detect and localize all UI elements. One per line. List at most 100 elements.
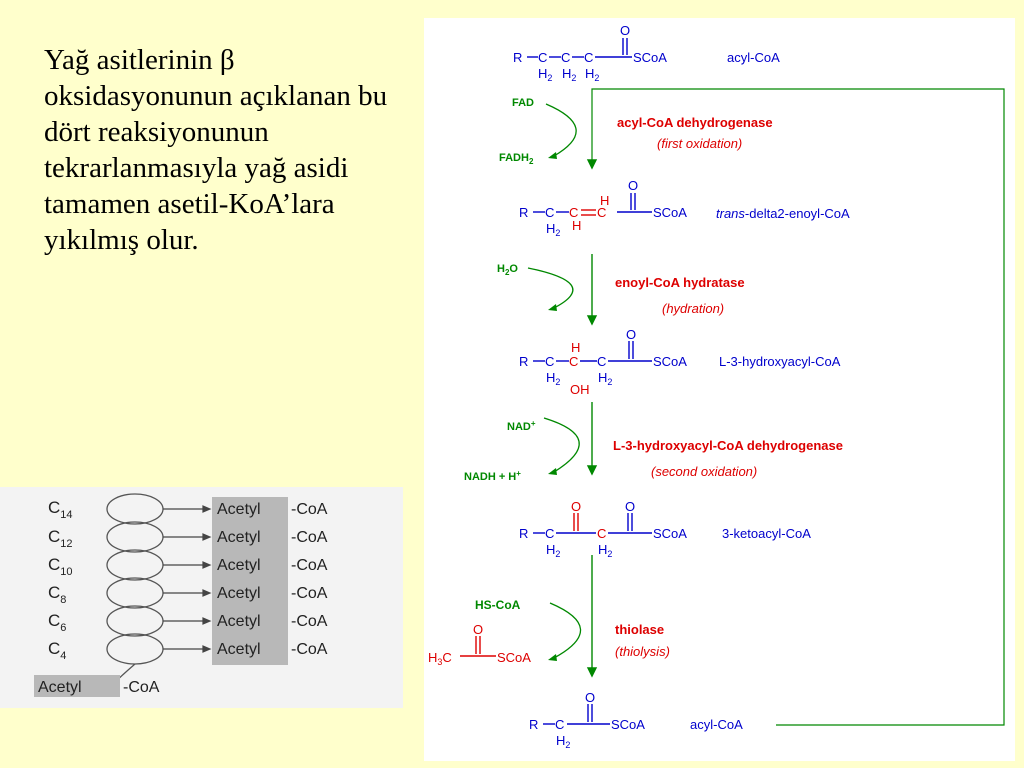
carbon-label-c14: C14 <box>48 498 73 521</box>
svg-text:H: H <box>600 193 609 208</box>
svg-text:O: O <box>585 690 595 705</box>
coa-label-final: -CoA <box>123 679 160 696</box>
svg-text:O: O <box>473 622 483 637</box>
svg-text:SCoA: SCoA <box>653 526 687 541</box>
compound-trans-enoyl-coa: R C O SCoA H2 C C H H trans-delta2-enoyl… <box>519 178 850 238</box>
svg-text:H2: H2 <box>546 370 560 387</box>
cofactor-arrowheads <box>548 152 557 661</box>
pathway-svg: R C C C O SCoA H2 H2 H2 acyl-CoA FAD FAD… <box>428 23 1005 750</box>
coa-label-5: -CoA <box>291 613 328 630</box>
beta-oxidation-spiral-figure: C14 C12 C10 C8 C6 C4 Acetyl -CoA Acetyl … <box>0 487 403 708</box>
compound-ketoacyl-coa: R C O SCoA H2 H2 O C 3-ketoacyl-CoA <box>519 499 811 559</box>
svg-text:C: C <box>597 205 606 220</box>
svg-text:C: C <box>597 354 606 369</box>
spiral-loops <box>106 493 164 688</box>
step-note-hydration: (hydration) <box>662 301 724 316</box>
acetyl-label-5: Acetyl <box>217 613 261 630</box>
cofactor-nadh: NADH + H+ <box>464 469 521 483</box>
enzyme-acyl-coa-dehydrogenase: acyl-CoA dehydrogenase <box>617 115 773 130</box>
compound-name-acyl-coa: acyl-CoA <box>727 50 780 65</box>
compound-name-ketoacyl-coa: 3-ketoacyl-CoA <box>722 526 811 541</box>
svg-text:R: R <box>529 717 538 732</box>
compound-hydroxyacyl-coa: R C C O SCoA H2 H2 H C OH L-3-hydroxyacy… <box>519 327 841 397</box>
enzyme-enoyl-coa-hydratase: enoyl-CoA hydratase <box>615 275 745 290</box>
coa-label-4: -CoA <box>291 585 328 602</box>
svg-text:O: O <box>571 499 581 514</box>
compound-name-trans-enoyl-coa: trans-delta2-enoyl-CoA <box>716 206 850 221</box>
svg-text:O: O <box>628 178 638 193</box>
carbon-label-c4: C4 <box>48 639 66 662</box>
svg-text:H2: H2 <box>538 66 552 83</box>
step-note-second-oxidation: (second oxidation) <box>651 464 757 479</box>
svg-text:SCoA: SCoA <box>611 717 645 732</box>
svg-text:C: C <box>569 354 578 369</box>
acetyl-label-final: Acetyl <box>38 679 82 696</box>
product-acetyl-coa: H3C O SCoA <box>428 622 531 667</box>
svg-text:H2: H2 <box>546 221 560 238</box>
step-note-first-oxidation: (first oxidation) <box>657 136 742 151</box>
svg-text:SCoA: SCoA <box>497 650 531 665</box>
svg-text:OH: OH <box>570 382 590 397</box>
spiral-svg: C14 C12 C10 C8 C6 C4 Acetyl -CoA Acetyl … <box>34 493 328 697</box>
svg-text:C: C <box>538 50 547 65</box>
svg-text:C: C <box>555 717 564 732</box>
svg-text:H2: H2 <box>546 542 560 559</box>
acetyl-label-3: Acetyl <box>217 557 261 574</box>
svg-text:C: C <box>561 50 570 65</box>
cofactor-fad: FAD <box>512 97 534 109</box>
svg-text:O: O <box>626 327 636 342</box>
svg-text:C: C <box>545 526 554 541</box>
compound-name-acyl-coa-end: acyl-CoA <box>690 717 743 732</box>
svg-text:SCoA: SCoA <box>653 354 687 369</box>
carbon-label-c8: C8 <box>48 583 66 606</box>
acetyl-label-4: Acetyl <box>217 585 261 602</box>
enzyme-hydroxyacyl-coa-dehydrogenase: L-3-hydroxyacyl-CoA dehydrogenase <box>613 438 843 453</box>
step-note-thiolysis: (thiolysis) <box>615 644 670 659</box>
compound-acyl-coa: R C C C O SCoA H2 H2 H2 acyl-CoA <box>513 23 780 83</box>
beta-oxidation-pathway-figure: R C C C O SCoA H2 H2 H2 acyl-CoA FAD FAD… <box>424 18 1015 761</box>
acetyl-label-1: Acetyl <box>217 501 261 518</box>
compound-name-hydroxyacyl-coa: L-3-hydroxyacyl-CoA <box>719 354 841 369</box>
svg-text:R: R <box>519 354 528 369</box>
coa-label-1: -CoA <box>291 501 328 518</box>
slide-paragraph: Yağ asitlerinin β oksidasyonunun açıklan… <box>44 44 388 256</box>
acetyl-label-6: Acetyl <box>217 641 261 658</box>
enzyme-thiolase: thiolase <box>615 622 664 637</box>
coa-label-3: -CoA <box>291 557 328 574</box>
recycle-loop <box>591 88 1005 726</box>
svg-text:H2: H2 <box>562 66 576 83</box>
svg-text:H3C: H3C <box>428 650 452 667</box>
svg-text:R: R <box>519 526 528 541</box>
svg-text:C: C <box>597 526 606 541</box>
svg-text:C: C <box>584 50 593 65</box>
svg-text:H2: H2 <box>598 542 612 559</box>
coa-label-2: -CoA <box>291 529 328 546</box>
svg-text:C: C <box>545 354 554 369</box>
svg-text:SCoA: SCoA <box>633 50 667 65</box>
carbon-label-c6: C6 <box>48 611 66 634</box>
svg-text:O: O <box>620 23 630 38</box>
svg-text:H: H <box>572 218 581 233</box>
cofactor-nad: NAD+ <box>507 419 536 433</box>
coa-label-6: -CoA <box>291 641 328 658</box>
svg-text:H2: H2 <box>585 66 599 83</box>
carbon-label-c10: C10 <box>48 555 73 578</box>
acetyl-box-group <box>34 497 288 697</box>
acetyl-label-2: Acetyl <box>217 529 261 546</box>
svg-text:C: C <box>545 205 554 220</box>
cofactor-curves <box>527 103 582 659</box>
svg-text:O: O <box>625 499 635 514</box>
svg-text:R: R <box>519 205 528 220</box>
cofactor-h2o: H2O <box>497 263 518 277</box>
carbon-label-c12: C12 <box>48 527 73 550</box>
svg-text:H: H <box>571 340 580 355</box>
svg-text:H2: H2 <box>598 370 612 387</box>
compound-acyl-coa-end: R C O SCoA H2 acyl-CoA <box>529 690 743 750</box>
svg-text:H2: H2 <box>556 733 570 750</box>
cofactor-fadh2: FADH2 <box>499 152 534 166</box>
svg-text:SCoA: SCoA <box>653 205 687 220</box>
spiral-arrows <box>163 505 212 653</box>
svg-text:C: C <box>569 205 578 220</box>
cofactor-hscoa: HS-CoA <box>475 598 521 612</box>
svg-text:R: R <box>513 50 522 65</box>
